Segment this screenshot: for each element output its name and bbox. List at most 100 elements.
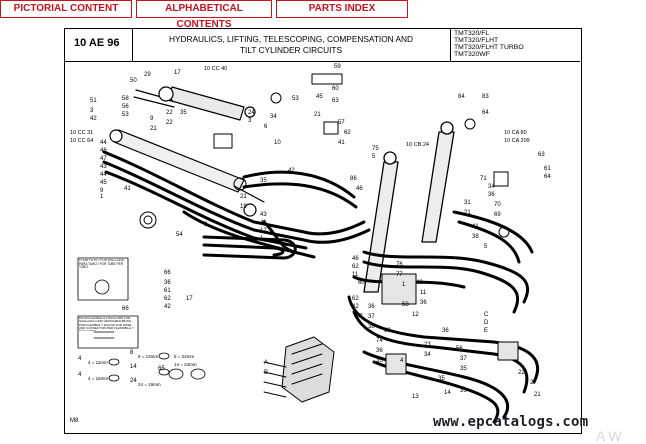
svg-text:10: 10 [274,140,281,146]
svg-text:62: 62 [352,264,359,270]
svg-text:13: 13 [412,394,419,400]
svg-text:42: 42 [90,116,97,122]
svg-text:14: 14 [444,390,451,396]
svg-text:44: 44 [100,140,107,146]
hose-letter: E [484,328,488,334]
svg-text:17: 17 [356,314,363,320]
svg-text:58: 58 [402,302,409,308]
svg-text:59: 59 [334,64,341,70]
svg-text:4: 4 [400,358,404,364]
clip-label: 24 = 19mm [138,382,161,387]
svg-text:1: 1 [260,236,264,242]
model-item: TMT320/FLHT TURBO [454,44,524,51]
svg-text:77: 77 [396,272,403,278]
svg-text:8: 8 [130,350,134,356]
svg-text:46: 46 [100,148,107,154]
svg-text:4: 4 [78,356,82,362]
svg-text:45: 45 [100,180,107,186]
title-block: 10 AE 96 HYDRAULICS, LIFTING, TELESCOPIN… [64,28,580,62]
svg-text:60: 60 [332,86,339,92]
svg-text:36: 36 [488,192,495,198]
svg-text:63: 63 [332,98,339,104]
svg-text:53: 53 [122,112,129,118]
svg-text:65: 65 [158,366,165,372]
svg-text:84: 84 [458,94,465,100]
svg-text:9: 9 [150,116,154,122]
ref-label: 10 CA 80 [504,130,527,136]
svg-text:12: 12 [412,312,419,318]
hose-bundle [102,150,540,424]
watermark[interactable]: www.epcatalogs.com [433,414,589,430]
svg-text:34: 34 [488,184,495,190]
svg-text:35: 35 [460,388,467,394]
svg-text:45: 45 [316,94,323,100]
svg-text:63: 63 [538,152,545,158]
svg-text:40: 40 [416,280,423,286]
svg-text:3: 3 [248,118,252,124]
model-list-cell: TMT320/FL TMT320/FLHT TMT320/FLHT TURBO … [450,28,580,61]
lift-cylinder-right [363,121,455,293]
svg-text:60: 60 [358,280,365,286]
title-cell: HYDRAULICS, LIFTING, TELESCOPING, COMPEN… [132,28,451,61]
svg-text:5: 5 [484,244,488,250]
svg-text:37: 37 [460,356,467,362]
hose-clips [108,352,206,382]
hose-loops [202,235,297,260]
svg-text:5: 5 [372,154,376,160]
clip-label: 8 = 13mm [138,354,158,359]
svg-text:3: 3 [90,108,94,114]
svg-text:36: 36 [376,348,383,354]
hose-letter: C [484,312,489,318]
svg-text:17: 17 [186,296,193,302]
svg-text:41: 41 [338,140,345,146]
clip-label: 4 = 11mm [88,360,108,365]
svg-text:14: 14 [130,364,137,370]
tab-alphabetical-contents[interactable]: ALPHABETICAL CONTENTS [136,0,272,30]
svg-text:21: 21 [314,112,321,118]
doc-number: 10 AE 96 [74,37,120,49]
svg-text:35: 35 [376,358,383,364]
svg-text:64: 64 [544,174,551,180]
svg-text:83: 83 [482,94,489,100]
ref-code: M8 [70,418,79,424]
svg-text:41: 41 [124,186,131,192]
svg-text:4: 4 [78,372,82,378]
svg-text:62: 62 [344,130,351,136]
svg-text:66: 66 [164,270,171,276]
hose-letter: B [264,370,268,376]
ref-label: 10 CC 64 [70,138,93,144]
clip-label: 14 = 24mm [174,362,197,367]
comp-cylinder-left [109,129,265,217]
note-tube: POUR FUYE / POR RACCORD PARA TUBO / FOR … [79,259,125,270]
tab-pictorial-content[interactable]: PICTORIAL CONTENT [0,0,132,18]
svg-text:1: 1 [100,194,104,200]
model-item: TMT320/FLHT [454,37,499,44]
svg-text:42: 42 [288,168,295,174]
clip-label: 4 = 16mm [88,376,108,381]
svg-text:46: 46 [356,186,363,192]
svg-text:36: 36 [164,280,171,286]
nav-tab-bar: PICTORIAL CONTENT ALPHABETICAL CONTENTS … [0,0,646,30]
svg-text:62: 62 [352,296,359,302]
svg-text:58: 58 [122,96,129,102]
svg-text:21: 21 [534,392,541,398]
svg-text:41: 41 [472,224,479,230]
svg-text:36: 36 [420,300,427,306]
svg-text:57: 57 [338,120,345,126]
svg-text:43: 43 [260,212,267,218]
svg-text:22: 22 [166,120,173,126]
ref-label: 10 CB 24 [406,142,429,148]
svg-text:62: 62 [164,296,171,302]
tab-parts-index[interactable]: PARTS INDEX [276,0,408,18]
hose-letter: D [484,320,489,326]
svg-text:66: 66 [122,306,129,312]
svg-text:42: 42 [352,304,359,310]
svg-text:29: 29 [144,72,151,78]
fittings [139,73,510,238]
svg-text:6: 6 [264,124,268,130]
svg-text:21: 21 [240,194,247,200]
svg-text:17: 17 [174,70,181,76]
svg-text:11: 11 [420,290,427,296]
svg-text:54: 54 [176,232,183,238]
svg-text:24: 24 [248,110,255,116]
